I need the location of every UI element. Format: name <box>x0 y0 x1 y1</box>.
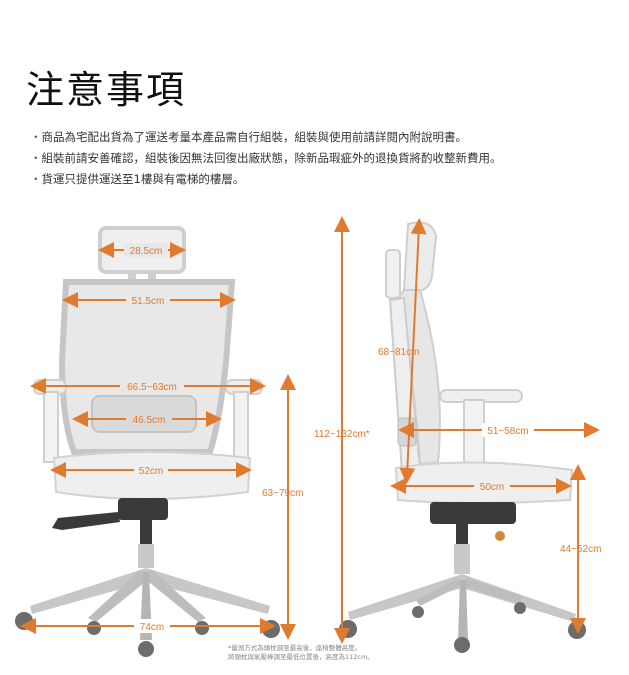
notes-list: 商品為宅配出貨為了運送考量本產品需自行組裝，組裝與使用前請詳閱內附說明書。 組裝… <box>30 127 502 190</box>
footnote-line: *量測方式為頭枕調至最高後，座椅整體高度。 <box>228 644 362 652</box>
note-item: 貨運只提供運送至1樓與有電梯的樓層。 <box>30 169 502 190</box>
seat-depth-label: 50cm <box>480 482 504 493</box>
armrest-span-label: 66.5~63cm <box>127 382 177 393</box>
front-chair-illustration <box>15 226 280 657</box>
headrest-width-label: 28.5cm <box>130 246 163 257</box>
side-chair-illustration <box>339 221 586 653</box>
seat-height-label: 63~79cm <box>262 488 303 499</box>
measurement-footnote: *量測方式為頭枕調至最高後，座椅整體高度。 將頭枕與氣壓棒調至最低位置後，高度為… <box>228 644 374 662</box>
base-width-label: 74cm <box>140 622 164 633</box>
back-width-label: 51.5cm <box>132 296 165 307</box>
arm-depth-label: 51~58cm <box>487 426 528 437</box>
back-height-label: 68~81cm <box>378 347 419 358</box>
armrest-inner-label: 46.5cm <box>133 415 166 426</box>
note-item: 組裝前請安善確認，組裝後因無法回復出廠狀態，除新品瑕疵外的退換貨將酌收整新費用。 <box>30 148 502 169</box>
side-dimensions <box>334 216 600 644</box>
note-item: 商品為宅配出貨為了運送考量本產品需自行組裝，組裝與使用前請詳閱內附說明書。 <box>30 127 502 148</box>
footnote-line: 將頭枕與氣壓棒調至最低位置後，高度為112cm。 <box>228 653 374 661</box>
arm-height-label: 44~52cm <box>560 544 601 555</box>
seat-width-label: 52cm <box>139 466 163 477</box>
overall-height-label: 112~132cm* <box>314 429 370 440</box>
page-title: 注意事項 <box>26 68 187 112</box>
